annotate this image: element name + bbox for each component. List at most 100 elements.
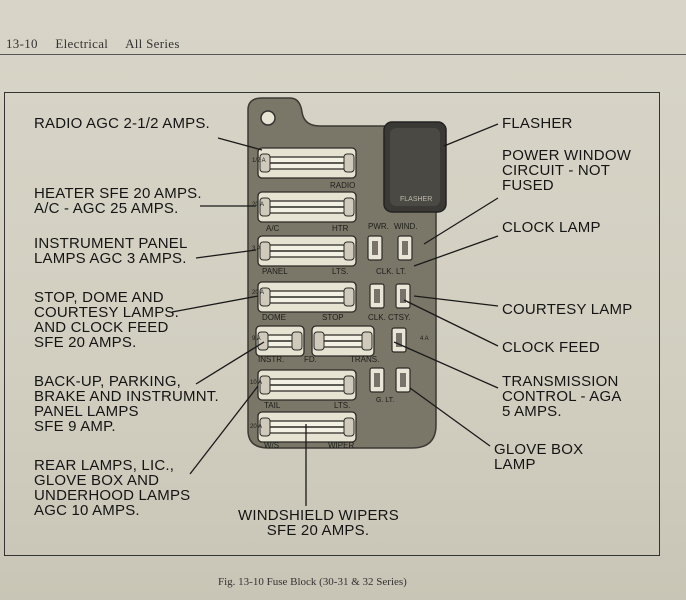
callout-transmission-line-3: 5 AMPS. — [502, 403, 562, 420]
callout-backup: BACK-UP, PARKING, BRAKE AND INSTRUMNT. P… — [34, 374, 219, 434]
figure-frame — [4, 92, 660, 556]
slot-trans-ctrl-pin — [396, 333, 402, 347]
block-labels: RADIO A/C HTR PANEL LTS. DOME STOP INSTR… — [250, 158, 432, 450]
slot-g-2-pin — [400, 373, 406, 387]
section-title: Electrical — [55, 36, 109, 51]
block-label-lts2: LTS. — [334, 401, 350, 410]
callout-power-window: POWER WINDOW CIRCUIT - NOT FUSED — [502, 148, 631, 193]
callout-rear-line-4: AGC 10 AMPS. — [34, 502, 140, 519]
callout-stop-dome: STOP, DOME AND COURTESY LAMPS. AND CLOCK… — [34, 290, 179, 350]
header-rule — [0, 54, 686, 55]
series-title: All Series — [125, 36, 180, 51]
callout-transmission: TRANSMISSION CONTROL - AGA 5 AMPS. — [502, 374, 622, 419]
fuse-stop-dome-clip-left — [259, 287, 271, 307]
flasher-face — [390, 128, 440, 206]
callout-clock-lamp-line: CLOCK LAMP — [502, 219, 601, 236]
callout-radio: RADIO AGC 2-1/2 AMPS. — [34, 116, 210, 131]
fuse-trans-clip-left — [313, 331, 325, 351]
slot-g-1-pin — [374, 373, 380, 387]
block-label-htr: HTR — [332, 224, 349, 233]
block-label-stop: STOP — [322, 313, 344, 322]
block-label-pwr: PWR. — [368, 222, 389, 231]
fuse-stop-dome-clip-right — [343, 287, 355, 307]
fuse-rear-clip-left — [259, 417, 271, 437]
fuse-rear-clip-right — [343, 417, 355, 437]
callout-stop-line-2: COURTESY LAMPS. — [34, 304, 179, 321]
slot-clk-pin — [374, 289, 380, 303]
callout-transmission-line-2: CONTROL - AGA — [502, 388, 622, 405]
amp-mark-9: 9 A — [252, 336, 261, 342]
callout-clock-feed-line: CLOCK FEED — [502, 339, 600, 356]
callout-heater: HEATER SFE 20 AMPS. A/C - AGC 25 AMPS. — [34, 186, 202, 216]
block-label-fd: FD. — [304, 355, 317, 364]
callout-clock-feed: CLOCK FEED — [502, 340, 600, 355]
amp-mark-3: 3 A — [252, 246, 261, 252]
fuse-instr-fd-clip-right — [291, 331, 303, 351]
block-label-dome: DOME — [262, 313, 286, 322]
fuse-heater-clip-right — [343, 197, 355, 217]
fuse-heater-clip-left — [259, 197, 271, 217]
callout-glove-box-line-2: LAMP — [494, 456, 536, 473]
callout-stop-line-4: SFE 20 AMPS. — [34, 334, 137, 351]
callout-power-window-line-1: POWER WINDOW — [502, 147, 632, 164]
callout-stop-line-3: AND CLOCK FEED — [34, 319, 169, 336]
amp-mark-10: 10 A — [250, 380, 262, 386]
block-label-lts: LTS. — [332, 267, 348, 276]
fuse-instr-fd-clip-left — [257, 331, 269, 351]
callout-stop-line-1: STOP, DOME AND — [34, 289, 164, 306]
block-label-ac: A/C — [266, 224, 280, 233]
amp-mark-20: 20 A — [252, 202, 264, 208]
callout-rear-line-3: UNDERHOOD LAMPS — [34, 487, 191, 504]
fuse-rows — [255, 147, 413, 443]
callout-backup-line-3: PANEL LAMPS — [34, 403, 139, 420]
callout-backup-line-1: BACK-UP, PARKING, — [34, 373, 182, 390]
block-label-wiper: WIPER — [328, 441, 354, 450]
callout-glove-box: GLOVE BOX LAMP — [494, 442, 583, 472]
slot-wind-pin — [402, 241, 408, 255]
callout-power-window-line-3: FUSED — [502, 177, 554, 194]
fuse-trans-clip-right — [361, 331, 373, 351]
block-label-trans: TRANS. — [350, 355, 379, 364]
fuse-instrument-clip-left — [259, 241, 271, 261]
amp-mark-half: 1/2 A — [252, 158, 266, 164]
block-label-clk-lt: CLK. LT. — [376, 267, 406, 276]
callout-backup-line-2: BRAKE AND INSTRUMNT. — [34, 388, 219, 405]
callout-flasher-line: FLASHER — [502, 115, 573, 132]
leader-lines — [171, 123, 499, 506]
amp-mark-20b: 20 A — [252, 290, 264, 296]
fuse-radio-clip-right — [343, 153, 355, 173]
fuse-instrument-clip-right — [343, 241, 355, 261]
callout-flasher: FLASHER — [502, 116, 573, 131]
page-number: 13-10 — [6, 36, 38, 51]
fuse-backup-clip-right — [343, 375, 355, 395]
slot-ctsy-pin — [400, 289, 406, 303]
mounting-hole — [260, 110, 276, 126]
block-label-flasher: FLASHER — [400, 196, 432, 203]
callout-clock-lamp: CLOCK LAMP — [502, 220, 601, 235]
callout-heater-line-1: HEATER SFE 20 AMPS. — [34, 185, 202, 202]
block-label-clk-ctsy: CLK. CTSY. — [368, 313, 411, 322]
block-label-wind: WIND. — [394, 222, 418, 231]
block-label-ws: W/S — [264, 441, 279, 450]
callout-heater-line-2: A/C - AGC 25 AMPS. — [34, 200, 179, 217]
callout-glove-box-line-1: GLOVE BOX — [494, 441, 584, 458]
callout-rear: REAR LAMPS, LIC., GLOVE BOX AND UNDERHOO… — [34, 458, 190, 518]
amp-mark-20c: 20 A — [250, 424, 262, 430]
figure-caption: Fig. 13-10 Fuse Block (30-31 & 32 Series… — [218, 576, 407, 588]
callout-backup-line-4: SFE 9 AMP. — [34, 418, 116, 435]
slot-pwr-pin — [372, 241, 378, 255]
callout-transmission-line-1: TRANSMISSION — [502, 373, 619, 390]
block-label-radio: RADIO — [330, 181, 355, 190]
page-header: 13-10 Electrical All Series — [6, 36, 194, 52]
callout-wipers: WINDSHIELD WIPERS SFE 20 AMPS. — [238, 507, 399, 539]
callout-courtesy-lamp: COURTESY LAMP — [502, 302, 632, 317]
callout-rear-line-2: GLOVE BOX AND — [34, 472, 160, 489]
callout-wipers-line-2: SFE 20 AMPS. — [266, 522, 370, 539]
block-label-tail: TAIL — [264, 401, 281, 410]
fuse-radio-clip-left — [259, 153, 271, 173]
fuse-backup-clip-left — [259, 375, 271, 395]
callout-power-window-line-2: CIRCUIT - NOT — [502, 162, 611, 179]
callout-wipers-line-1: WINDSHIELD WIPERS — [238, 507, 399, 524]
